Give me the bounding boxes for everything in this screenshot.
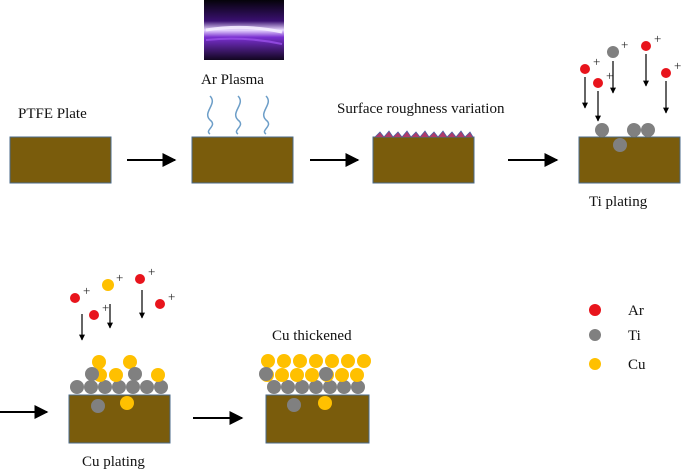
cu-atom [92,355,106,369]
ti-atom [85,367,99,381]
ti-atom [84,380,98,394]
label-cu-plating: Cu plating [82,454,145,470]
ion-charge: + [102,300,109,315]
roughened-plate [372,136,475,184]
cu-atom [305,368,319,382]
cu-atom [357,354,371,368]
cu-atom [293,354,307,368]
legend-cu-label: Cu [628,357,646,373]
ion-charge: + [593,54,600,69]
ti-atom [323,380,337,394]
plasma-treated-plate [191,136,294,184]
cu-atom [350,368,364,382]
ti-atom [259,367,273,381]
plasma-wave [235,95,242,135]
ti-surface-atoms [595,123,655,152]
cu-thickened-atoms [259,354,371,412]
ti-atom [70,380,84,394]
cu-plating-ions: + + + + + [70,264,175,341]
cu-embedded-atom [318,396,332,410]
ti-atom [98,380,112,394]
ti-atom [595,123,609,137]
legend-cu-marker [589,358,601,370]
cu-embedded-atom [120,396,134,410]
cu-atom [341,354,355,368]
ti-embedded-atom [287,398,301,412]
plasma-wave [263,95,270,135]
ar-ion [661,68,671,78]
ar-ion [155,299,165,309]
label-ar-plasma: Ar Plasma [201,72,264,88]
ti-embedded-atom [91,399,105,413]
ti-embedded-atom [613,138,627,152]
cu-atom [290,368,304,382]
ar-ion [70,293,80,303]
plasma-waves [207,95,270,135]
plasma-glow-line [205,25,283,34]
ptfe-plate [9,136,112,184]
ti-atom [309,380,323,394]
legend-ar-label: Ar [628,303,644,319]
label-surface-roughness: Surface roughness variation [337,101,505,117]
cu-atom [277,354,291,368]
cu-atom [261,354,275,368]
ion-charge: + [148,264,155,279]
legend-ti-marker [589,329,601,341]
ar-ion [580,64,590,74]
cu-atom [151,368,165,382]
legend: Ar Ti Cu [589,303,646,373]
ar-ion [593,78,603,88]
ion-charge: + [621,37,628,52]
ti-atom [641,123,655,137]
plasma-wave [207,95,214,135]
cu-plated-plate [68,394,171,444]
cu-plating-atoms [70,355,168,413]
ion-charge: + [674,58,681,73]
ti-ion [607,46,619,58]
ti-atom [281,380,295,394]
ion-charge: + [606,68,613,83]
ion-charge: + [654,31,661,46]
legend-ti-label: Ti [628,328,641,344]
cu-atom [109,368,123,382]
label-cu-thickened: Cu thickened [272,328,352,344]
rough-surface [374,130,474,138]
cu-atom [275,368,289,382]
label-ti-plating: Ti plating [589,194,648,210]
ti-plated-plate [578,136,681,184]
ti-atom [128,367,142,381]
ti-atom [337,380,351,394]
cu-atom [123,355,137,369]
legend-ar-marker [589,304,601,316]
ion-charge: + [83,283,90,298]
ar-ion [89,310,99,320]
ti-atom [154,380,168,394]
cu-thickened-plate [265,394,370,444]
ti-plating-ions: + + + + + [580,31,681,122]
ti-atom [140,380,154,394]
ar-ion [641,41,651,51]
ar-ion [135,274,145,284]
ti-atom [267,380,281,394]
cu-ion [102,279,114,291]
ion-charge: + [116,270,123,285]
label-ptfe-plate: PTFE Plate [18,106,87,122]
ti-atom [627,123,641,137]
ti-atom [319,367,333,381]
cu-atom [335,368,349,382]
ti-atom [126,380,140,394]
ion-charge: + [168,289,175,304]
ti-atom [295,380,309,394]
cu-atom [325,354,339,368]
ti-atom [112,380,126,394]
cu-atom [309,354,323,368]
ti-atom [351,380,365,394]
